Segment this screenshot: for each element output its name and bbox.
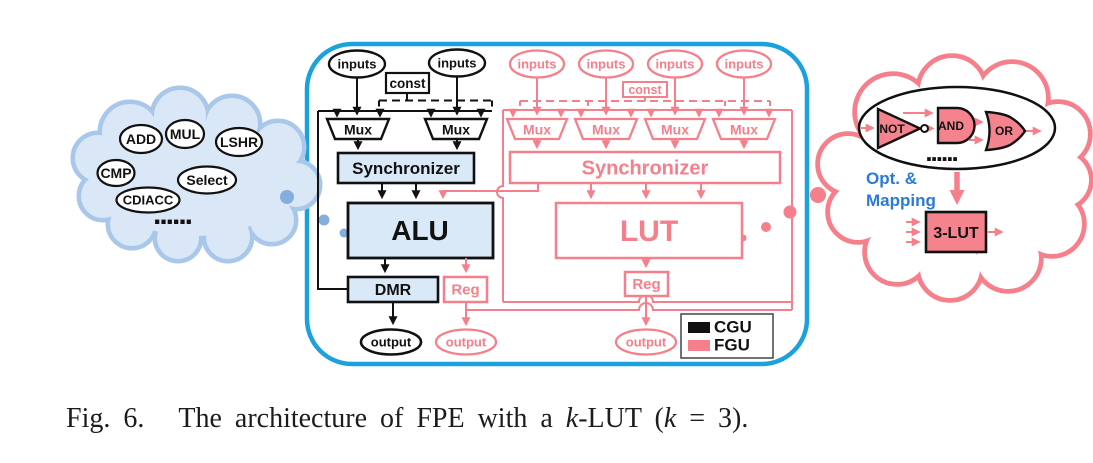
cgu-mux2 bbox=[423, 117, 489, 141]
gates-ellipsis: ...... bbox=[925, 137, 957, 167]
fpe-architecture-diagram: ADD MUL LSHR CMP Select CDIACC ...... bbox=[70, 41, 1093, 367]
op-cmp-label: CMP bbox=[100, 165, 131, 181]
op-cmp-bubble bbox=[96, 158, 136, 188]
cgu-alu-box bbox=[346, 201, 495, 260]
figure-caption: Fig. 6. The architecture of FPE with a k-… bbox=[66, 403, 1066, 435]
cgu-mux2-label: Mux bbox=[442, 122, 470, 138]
fgu-mux3-label: Mux bbox=[661, 122, 689, 138]
cgu-feedback-wire bbox=[317, 111, 348, 290]
cgu-const-box bbox=[384, 71, 431, 95]
three-lut-box bbox=[924, 210, 988, 254]
fgu-mux2-label: Mux bbox=[592, 122, 620, 138]
fgu-input4-node bbox=[715, 49, 773, 79]
op-add-bubble bbox=[118, 123, 164, 155]
or-gate-label: OR bbox=[995, 124, 1013, 138]
legend-cgu-swatch bbox=[688, 322, 710, 333]
legend-cgu-label: CGU bbox=[714, 318, 752, 337]
fgu-input1-node bbox=[508, 49, 566, 79]
fgu-const-box bbox=[622, 81, 668, 98]
caption-text-2: -LUT ( bbox=[578, 403, 664, 434]
and-gate bbox=[936, 106, 976, 145]
op-cdiacc-label: CDIACC bbox=[123, 193, 174, 208]
cgu-operations-cloud: ADD MUL LSHR CMP Select CDIACC ...... bbox=[70, 85, 323, 264]
fgu-output1-node bbox=[434, 328, 498, 356]
cgu-output-node bbox=[359, 328, 423, 356]
not-gate-label: NOT bbox=[879, 122, 905, 136]
cloud-ellipsis: ...... bbox=[153, 198, 192, 231]
fgu-output1-label: output bbox=[446, 335, 487, 350]
and-gate-label: AND bbox=[938, 119, 964, 133]
opt-mapping-label-line1: Opt. & bbox=[866, 169, 917, 188]
cgu-dmr-box bbox=[346, 275, 440, 304]
opt-mapping-label-line2: Mapping bbox=[866, 191, 936, 210]
op-lshr-label: LSHR bbox=[220, 134, 258, 150]
fgu-mux1 bbox=[505, 117, 569, 141]
fgu-input2-node bbox=[577, 49, 635, 79]
cgu-dmr-label: DMR bbox=[375, 282, 412, 299]
fgu-mux3 bbox=[643, 117, 707, 141]
fgu-reg1-label: Reg bbox=[451, 282, 479, 299]
caption-k1: k bbox=[565, 403, 579, 434]
op-cdiacc-bubble bbox=[115, 186, 181, 214]
legend-fgu-swatch bbox=[688, 340, 710, 351]
fgu-const-label: const bbox=[628, 83, 662, 97]
cgu-synchronizer-box bbox=[336, 151, 476, 185]
cgu-mux1-label: Mux bbox=[344, 122, 372, 138]
fgu-lut-label: LUT bbox=[620, 215, 678, 248]
cgu-alu-label: ALU bbox=[391, 215, 449, 246]
fgu-section: inputs inputs inputs inputs const Mux Mu… bbox=[434, 49, 793, 356]
fgu-feedback-bus-lower bbox=[466, 302, 792, 311]
cgu-input2-label: inputs bbox=[438, 56, 477, 71]
caption-text-3: = 3). bbox=[676, 403, 749, 434]
cgu-section: inputs inputs const Mux Mux Synchronizer… bbox=[317, 48, 495, 356]
caption-text-1: The architecture of FPE with a bbox=[178, 403, 566, 434]
cgu-output-label: output bbox=[371, 335, 412, 350]
op-mul-bubble bbox=[164, 118, 206, 150]
cgu-const-label: const bbox=[389, 76, 426, 91]
fgu-mux4 bbox=[711, 117, 777, 141]
op-lshr-bubble bbox=[214, 126, 264, 158]
cgu-input1-label: inputs bbox=[338, 57, 377, 72]
op-select-bubble bbox=[176, 165, 238, 195]
fgu-lut-box bbox=[554, 201, 744, 260]
op-select-label: Select bbox=[186, 172, 228, 188]
fgu-input1-label: inputs bbox=[518, 57, 557, 72]
fgu-reg2-label: Reg bbox=[632, 276, 660, 293]
fgu-input4-label: inputs bbox=[725, 57, 764, 72]
fgu-sync-to-alu-wire bbox=[438, 183, 539, 200]
not-gate-bubble bbox=[920, 124, 929, 133]
cgu-input1-node bbox=[327, 49, 387, 79]
caption-k2: k bbox=[663, 403, 677, 434]
fgu-input2-label: inputs bbox=[587, 57, 626, 72]
fgu-reg1-box bbox=[442, 275, 489, 304]
fgu-mapping-cloud: NOT AND OR ...... Opt. & Mapping 3-LUT bbox=[815, 53, 1093, 303]
pink-connector-dots bbox=[739, 187, 826, 242]
fgu-input3-label: inputs bbox=[656, 57, 695, 72]
fgu-mux2 bbox=[573, 117, 639, 141]
legend: CGU FGU bbox=[680, 313, 774, 359]
op-add-label: ADD bbox=[126, 131, 156, 147]
fgu-synchronizer-label: Synchronizer bbox=[582, 158, 709, 180]
fgu-output2-label: output bbox=[626, 335, 667, 350]
op-mul-label: MUL bbox=[170, 126, 201, 142]
legend-fgu-label: FGU bbox=[714, 336, 750, 355]
figure-number: Fig. 6. bbox=[66, 403, 145, 434]
cgu-synchronizer-label: Synchronizer bbox=[352, 159, 460, 178]
fgu-input3-node bbox=[646, 49, 704, 79]
cgu-mux1 bbox=[325, 117, 391, 141]
cgu-input2-node bbox=[427, 48, 487, 78]
blue-connector-dots bbox=[280, 190, 349, 238]
not-gate bbox=[876, 107, 923, 150]
or-gate bbox=[984, 110, 1027, 152]
fgu-mux4-label: Mux bbox=[730, 122, 758, 138]
fgu-reg2-box bbox=[623, 270, 670, 298]
three-lut-label: 3-LUT bbox=[933, 225, 979, 242]
cgu-const-wire bbox=[379, 93, 492, 102]
fgu-output2-node bbox=[614, 328, 678, 356]
fgu-synchronizer-box bbox=[508, 150, 782, 185]
fgu-mux1-label: Mux bbox=[523, 122, 551, 138]
